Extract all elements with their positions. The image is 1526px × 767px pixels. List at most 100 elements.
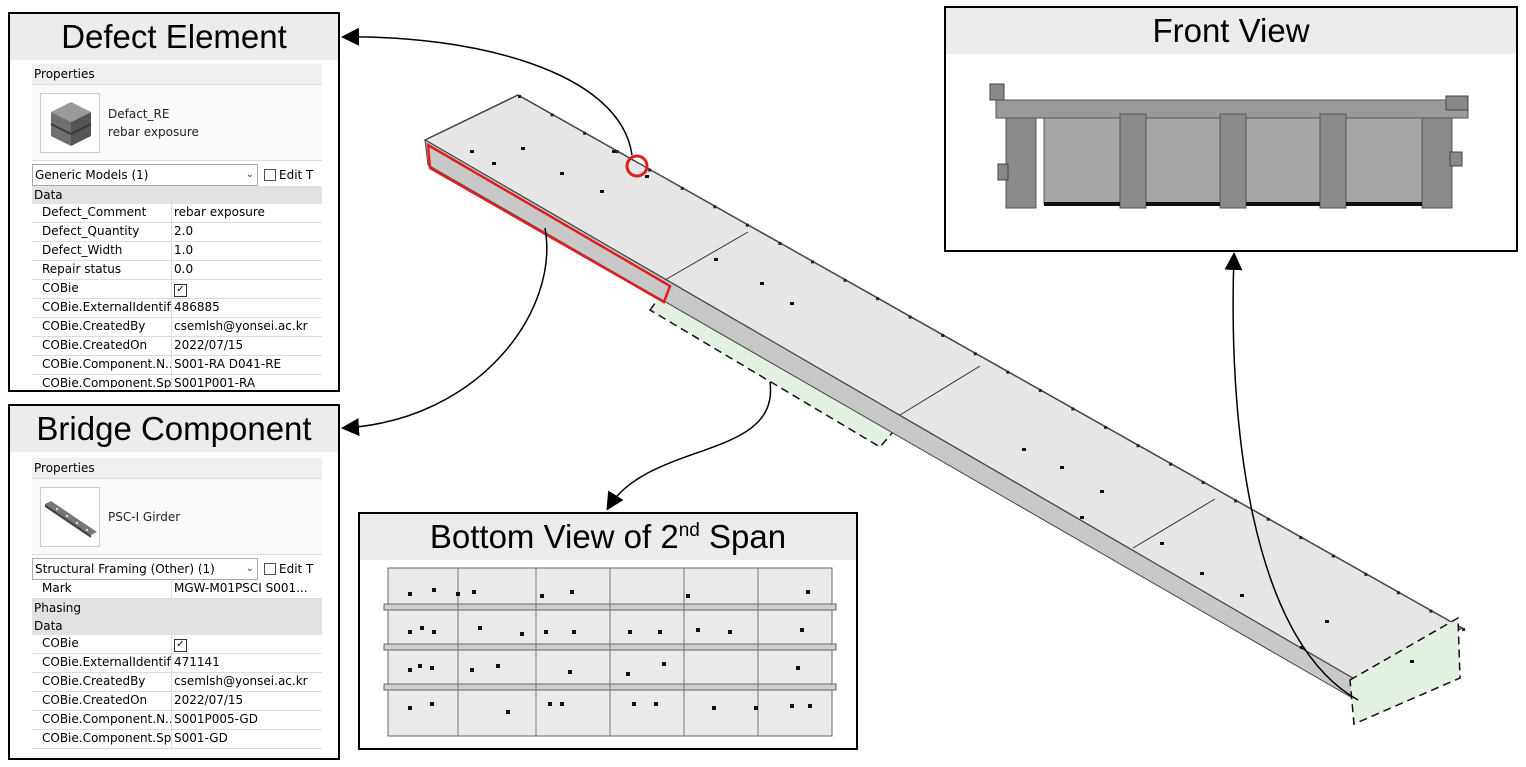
property-row: COBie✓ xyxy=(32,280,322,299)
defect-mark xyxy=(790,302,794,305)
checkbox-icon[interactable]: ✓ xyxy=(172,280,322,298)
property-key: COBie.ExternalIdentifier xyxy=(32,654,172,672)
rail-post xyxy=(648,168,652,172)
defect-mark xyxy=(1410,660,1414,663)
defect-element-name: Defact_RE xyxy=(108,106,170,121)
end-abutment-highlight xyxy=(1349,616,1461,726)
property-value[interactable]: S001-GD xyxy=(174,731,228,745)
defect-mark xyxy=(568,670,572,674)
property-value[interactable]: 0.0 xyxy=(174,262,194,276)
property-key: COBie.Component.N... xyxy=(32,356,172,374)
rail-post xyxy=(1071,407,1075,411)
rail-post xyxy=(1331,554,1335,558)
rail-post xyxy=(1103,425,1107,429)
defect-mark xyxy=(658,630,662,634)
defect-mark xyxy=(470,150,474,153)
property-value[interactable]: 471141 xyxy=(174,655,220,669)
defect-mark xyxy=(408,668,412,672)
defect-mark xyxy=(628,630,632,634)
property-value[interactable]: csemlsh@yonsei.ac.kr xyxy=(174,674,308,688)
defect-mark xyxy=(1080,516,1084,519)
defect-mark xyxy=(612,150,616,153)
defect-element-thumbnail-icon xyxy=(40,92,100,153)
defect-mark xyxy=(560,172,564,175)
defect-mark xyxy=(420,626,424,630)
rail-post xyxy=(1462,628,1465,631)
defect-mark xyxy=(806,590,810,594)
edit-type-icon xyxy=(264,169,276,181)
rail-post xyxy=(680,186,684,190)
arrow-girder xyxy=(341,227,548,437)
defect-mark xyxy=(808,704,812,708)
defect-mark xyxy=(520,632,524,636)
defect-mark xyxy=(1325,620,1329,623)
rail-post xyxy=(1396,591,1400,595)
rail-post xyxy=(550,113,554,117)
defect-mark xyxy=(570,590,574,594)
rail-post xyxy=(615,150,619,154)
front-view-title: Front View xyxy=(944,6,1518,56)
defect-mark xyxy=(790,704,794,708)
defect-mark xyxy=(800,628,804,632)
defect-mark xyxy=(408,592,412,596)
rail-post xyxy=(1038,389,1042,393)
front-view-drawing xyxy=(989,83,1469,209)
defect-mark xyxy=(408,706,412,710)
property-value[interactable]: 2022/07/15 xyxy=(174,693,244,707)
girder-element-preview: PSC-I Girder xyxy=(32,479,322,555)
defect-mark xyxy=(432,588,436,592)
edit-type-button[interactable]: Edit T xyxy=(264,168,313,182)
defect-mark xyxy=(548,702,552,706)
rail-post xyxy=(941,333,945,337)
defect-mark xyxy=(712,706,716,710)
property-key: COBie.Component.Sp... xyxy=(32,730,172,748)
rail-post xyxy=(778,242,782,246)
category-selector-row: Generic Models (1) ⌄ Edit T xyxy=(32,164,322,186)
bottom-view-title-text: Bottom View of 2nd Span xyxy=(429,518,787,555)
property-key: Defect_Quantity xyxy=(32,223,172,241)
defect-mark xyxy=(472,590,476,594)
defect-properties-palette: Properties Defact_RE rebar exposure Gene… xyxy=(32,64,322,388)
property-key: COBie xyxy=(32,280,172,298)
bottom-view-title-sup: nd xyxy=(678,520,700,541)
checkbox-icon[interactable]: ✓ xyxy=(172,635,322,653)
girder-highlight xyxy=(426,142,672,304)
property-key: COBie.CreatedBy xyxy=(32,673,172,691)
defect-mark xyxy=(1160,542,1164,545)
property-value[interactable]: S001-RA D041-RE xyxy=(174,357,282,371)
rail-post xyxy=(876,297,880,301)
property-value[interactable]: S001P005-GD xyxy=(174,712,258,726)
defect-mark xyxy=(626,672,630,676)
edit-type-button[interactable]: Edit T xyxy=(264,562,313,576)
category-dropdown[interactable]: Generic Models (1) ⌄ xyxy=(32,164,258,186)
property-value[interactable]: S001P001-RA xyxy=(174,376,256,388)
property-value[interactable]: MGW-M01PSCI S001... xyxy=(174,581,308,595)
defect-mark xyxy=(418,664,422,668)
property-key: COBie.CreatedOn xyxy=(32,337,172,355)
defect-mark xyxy=(654,702,658,706)
properties-header: Properties xyxy=(32,458,322,479)
defect-mark xyxy=(662,662,666,666)
property-value[interactable]: 1.0 xyxy=(174,243,194,257)
defect-mark xyxy=(600,190,604,193)
defect-mark xyxy=(696,628,700,632)
property-value[interactable]: csemlsh@yonsei.ac.kr xyxy=(174,319,308,333)
bridge-component-title-text: Bridge Component xyxy=(36,410,312,447)
defect-element-type: rebar exposure xyxy=(108,124,199,139)
category-dropdown[interactable]: Structural Framing (Other) (1) ⌄ xyxy=(32,558,258,580)
defect-mark xyxy=(1200,572,1204,575)
rail-post xyxy=(1429,609,1433,613)
property-key: COBie.CreatedBy xyxy=(32,318,172,336)
defect-mark xyxy=(645,175,649,178)
property-value[interactable]: rebar exposure xyxy=(174,205,265,219)
property-value[interactable]: 2.0 xyxy=(174,224,194,238)
property-value[interactable]: 2022/07/15 xyxy=(174,338,244,352)
property-value[interactable]: 486885 xyxy=(174,300,220,314)
rail-post xyxy=(745,223,749,227)
